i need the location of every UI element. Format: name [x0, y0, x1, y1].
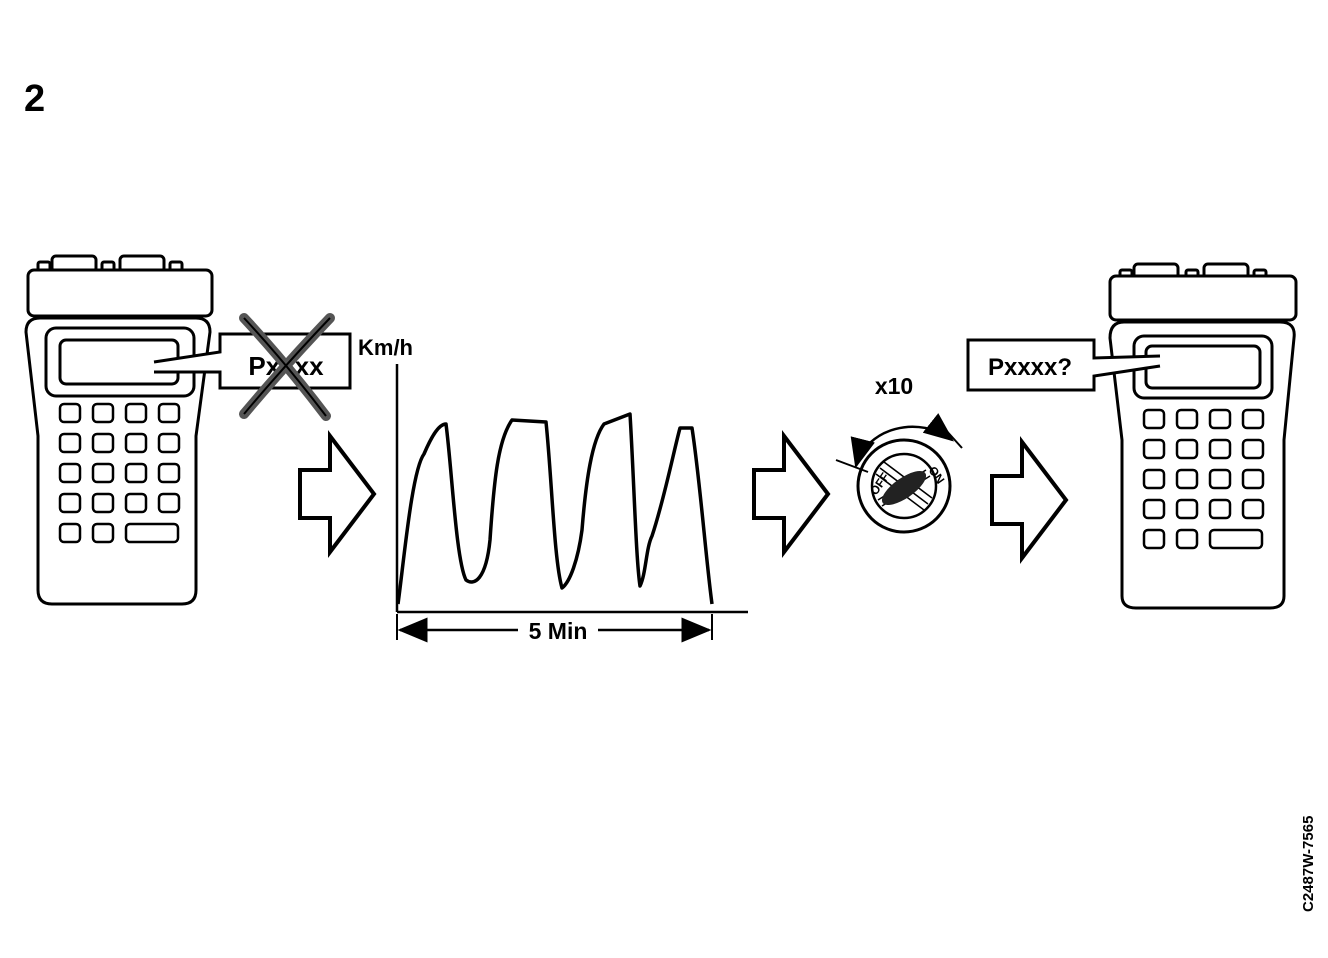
speed-graph: Km/h 5 Min	[358, 335, 748, 644]
right-code-bubble: Pxxxx?	[966, 338, 1161, 392]
arrow-right-icon	[752, 430, 831, 558]
right-code-text: Pxxxx?	[988, 354, 1072, 381]
arrow-right-icon	[990, 436, 1069, 564]
repeat-count-label: x10	[875, 373, 913, 399]
right-scan-tool-icon	[1108, 262, 1298, 610]
speed-trace	[396, 412, 714, 605]
arrow-right-icon	[298, 430, 377, 558]
step-number: 2	[24, 78, 46, 120]
ignition-switch-icon: x10 OFF ON	[835, 373, 963, 534]
figure-reference: C2487W-7565	[1300, 815, 1317, 912]
rotation-arc	[850, 413, 954, 469]
left-scan-tool-icon	[24, 254, 214, 606]
duration-label: 5 Min	[529, 618, 588, 644]
graph-y-axis-label: Km/h	[358, 335, 413, 360]
